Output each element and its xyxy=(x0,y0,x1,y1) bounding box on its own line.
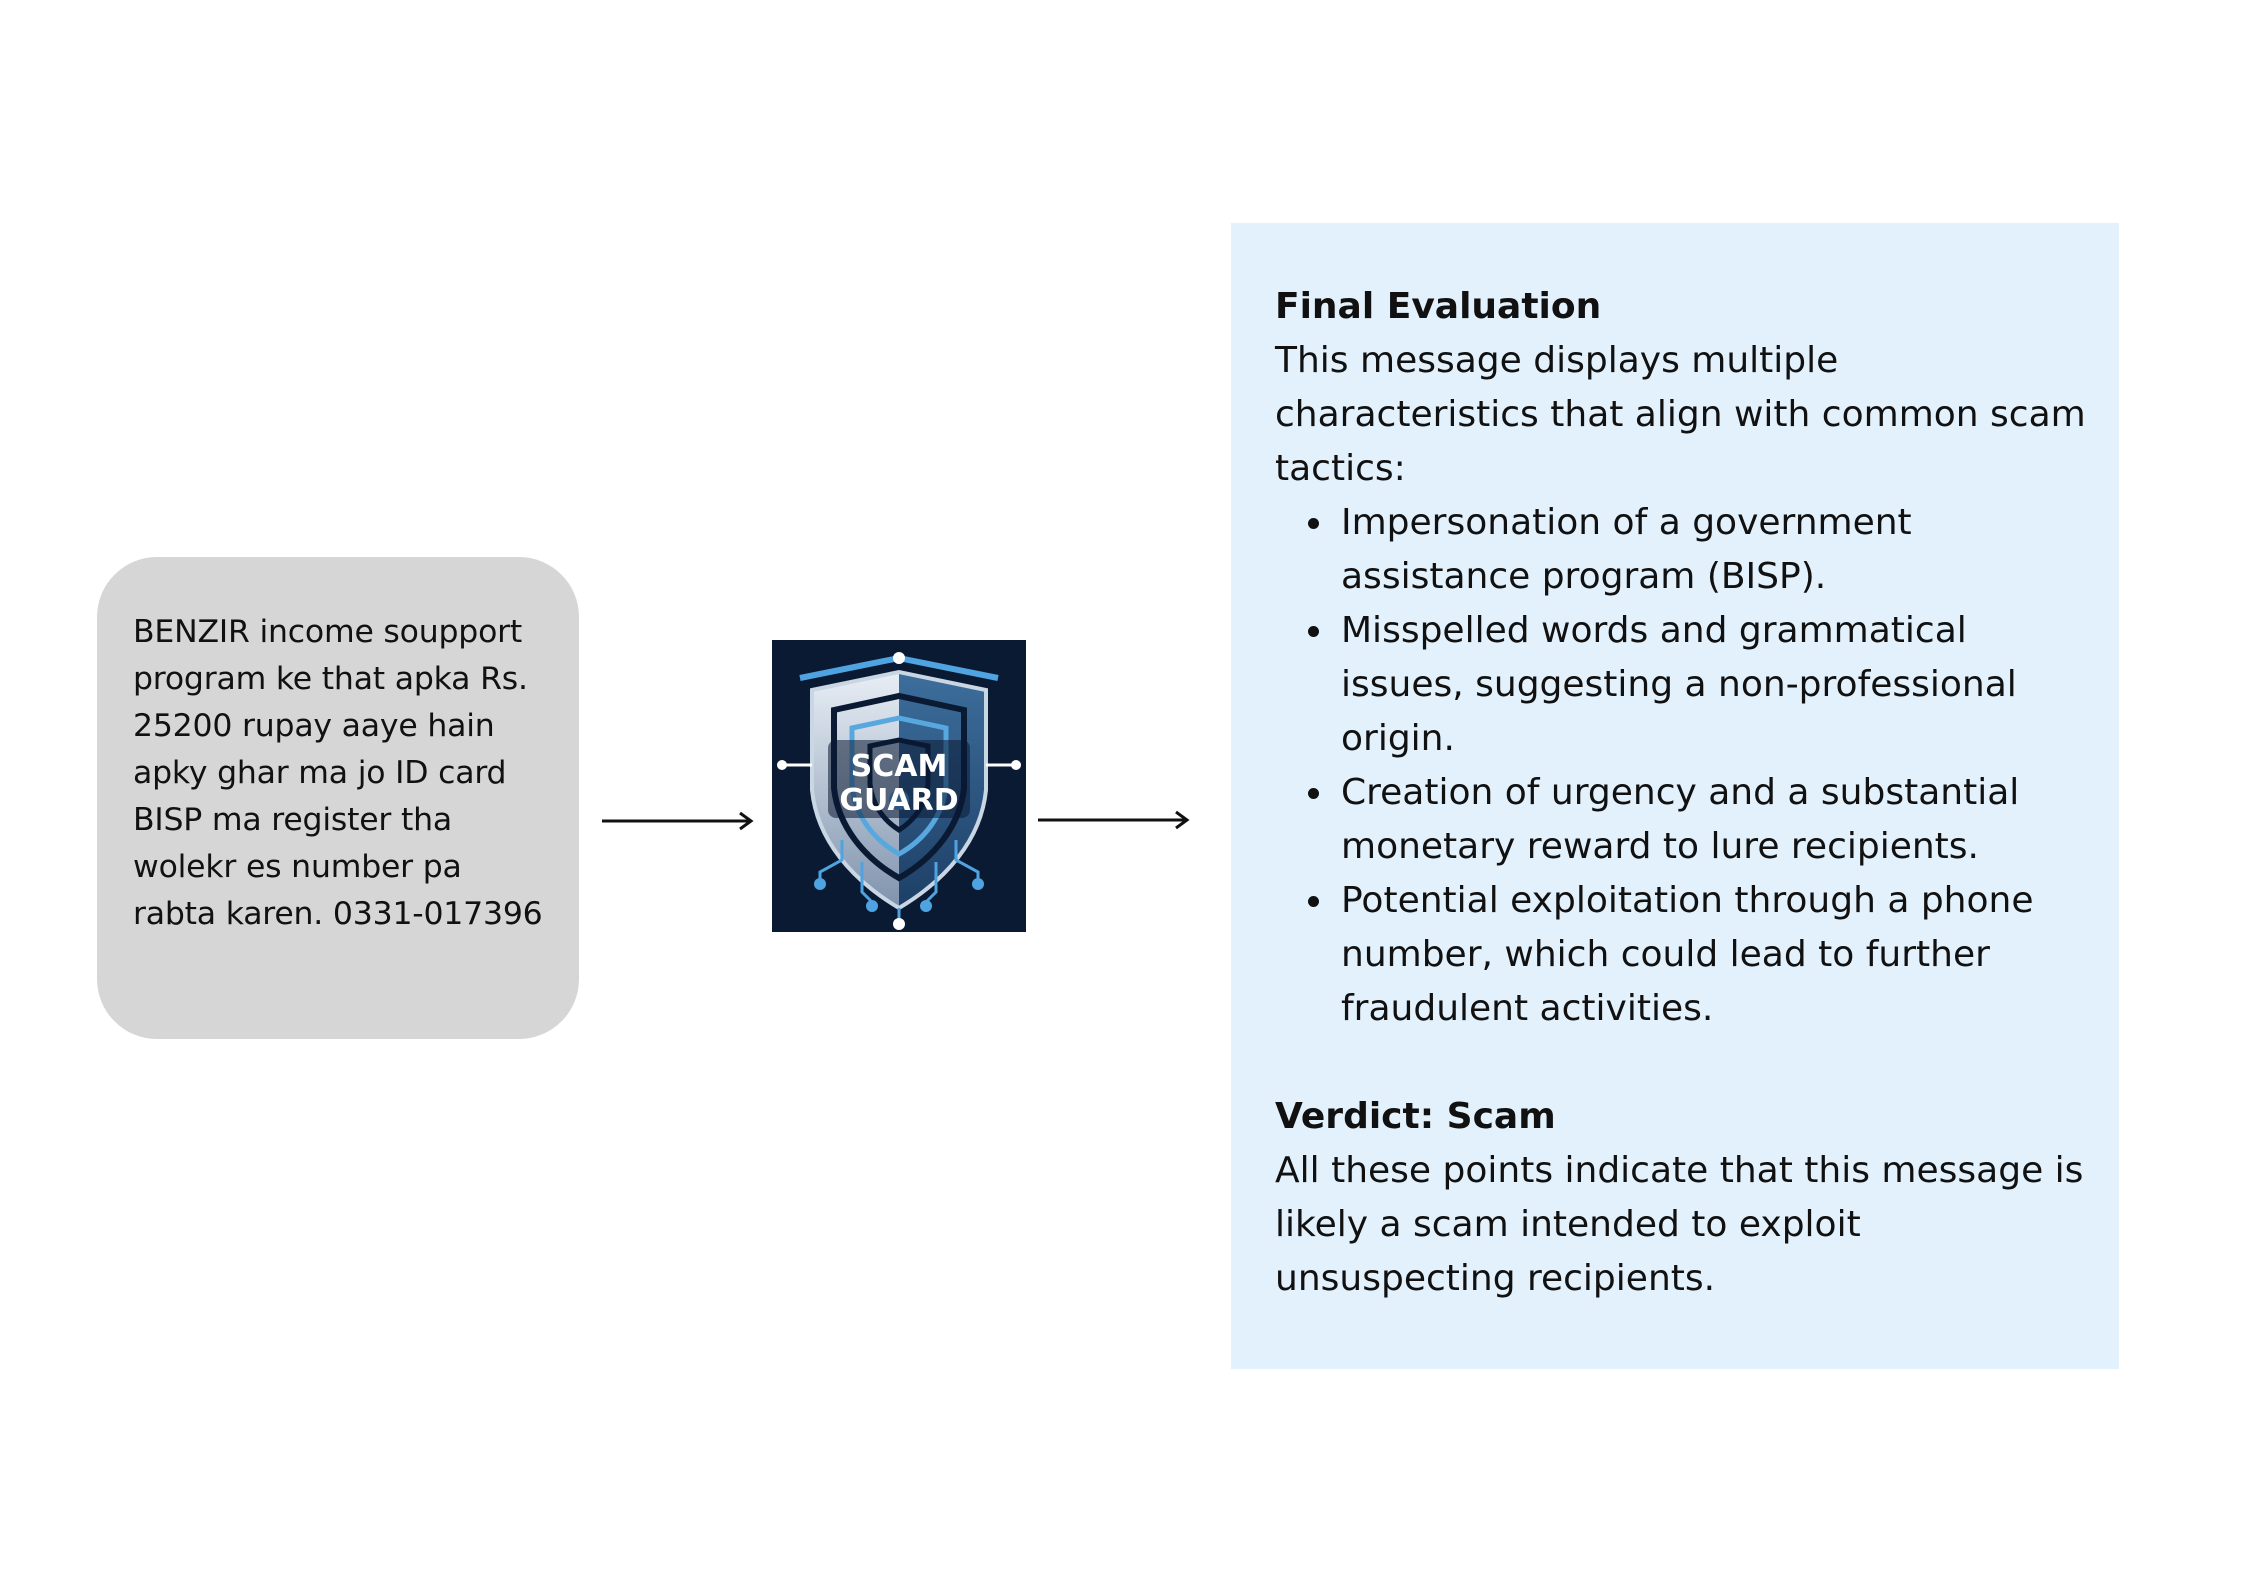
scam-guard-logo: SCAM GUARD xyxy=(772,640,1026,932)
evaluation-point: Potential exploitation through a phone n… xyxy=(1275,874,2089,1036)
evaluation-heading: Final Evaluation xyxy=(1275,286,1602,327)
evaluation-point: Misspelled words and grammatical issues,… xyxy=(1275,604,2089,766)
logo-line1: SCAM xyxy=(851,749,948,784)
bullet-icon xyxy=(1308,626,1319,637)
evaluation-point: Impersonation of a government assistance… xyxy=(1275,496,2089,604)
shield-icon: SCAM GUARD xyxy=(777,652,1021,930)
input-message-bubble: BENZIR income soupport program ke that a… xyxy=(97,557,579,1039)
bullet-icon xyxy=(1308,518,1319,529)
evaluation-points: Impersonation of a government assistance… xyxy=(1275,496,2089,1036)
arrow-right-icon xyxy=(1038,810,1190,830)
input-message-text: BENZIR income soupport program ke that a… xyxy=(133,614,543,932)
evaluation-intro: This message displays multiple character… xyxy=(1275,340,2086,489)
logo-line2: GUARD xyxy=(839,783,958,818)
bullet-icon xyxy=(1308,896,1319,907)
arrow-right-icon xyxy=(602,811,754,831)
evaluation-panel: Final Evaluation This message displays m… xyxy=(1231,223,2119,1369)
evaluation-point: Creation of urgency and a substantial mo… xyxy=(1275,766,2089,874)
bullet-icon xyxy=(1308,788,1319,799)
verdict-heading: Verdict: Scam xyxy=(1275,1096,1556,1137)
verdict-text: All these points indicate that this mess… xyxy=(1275,1150,2084,1299)
